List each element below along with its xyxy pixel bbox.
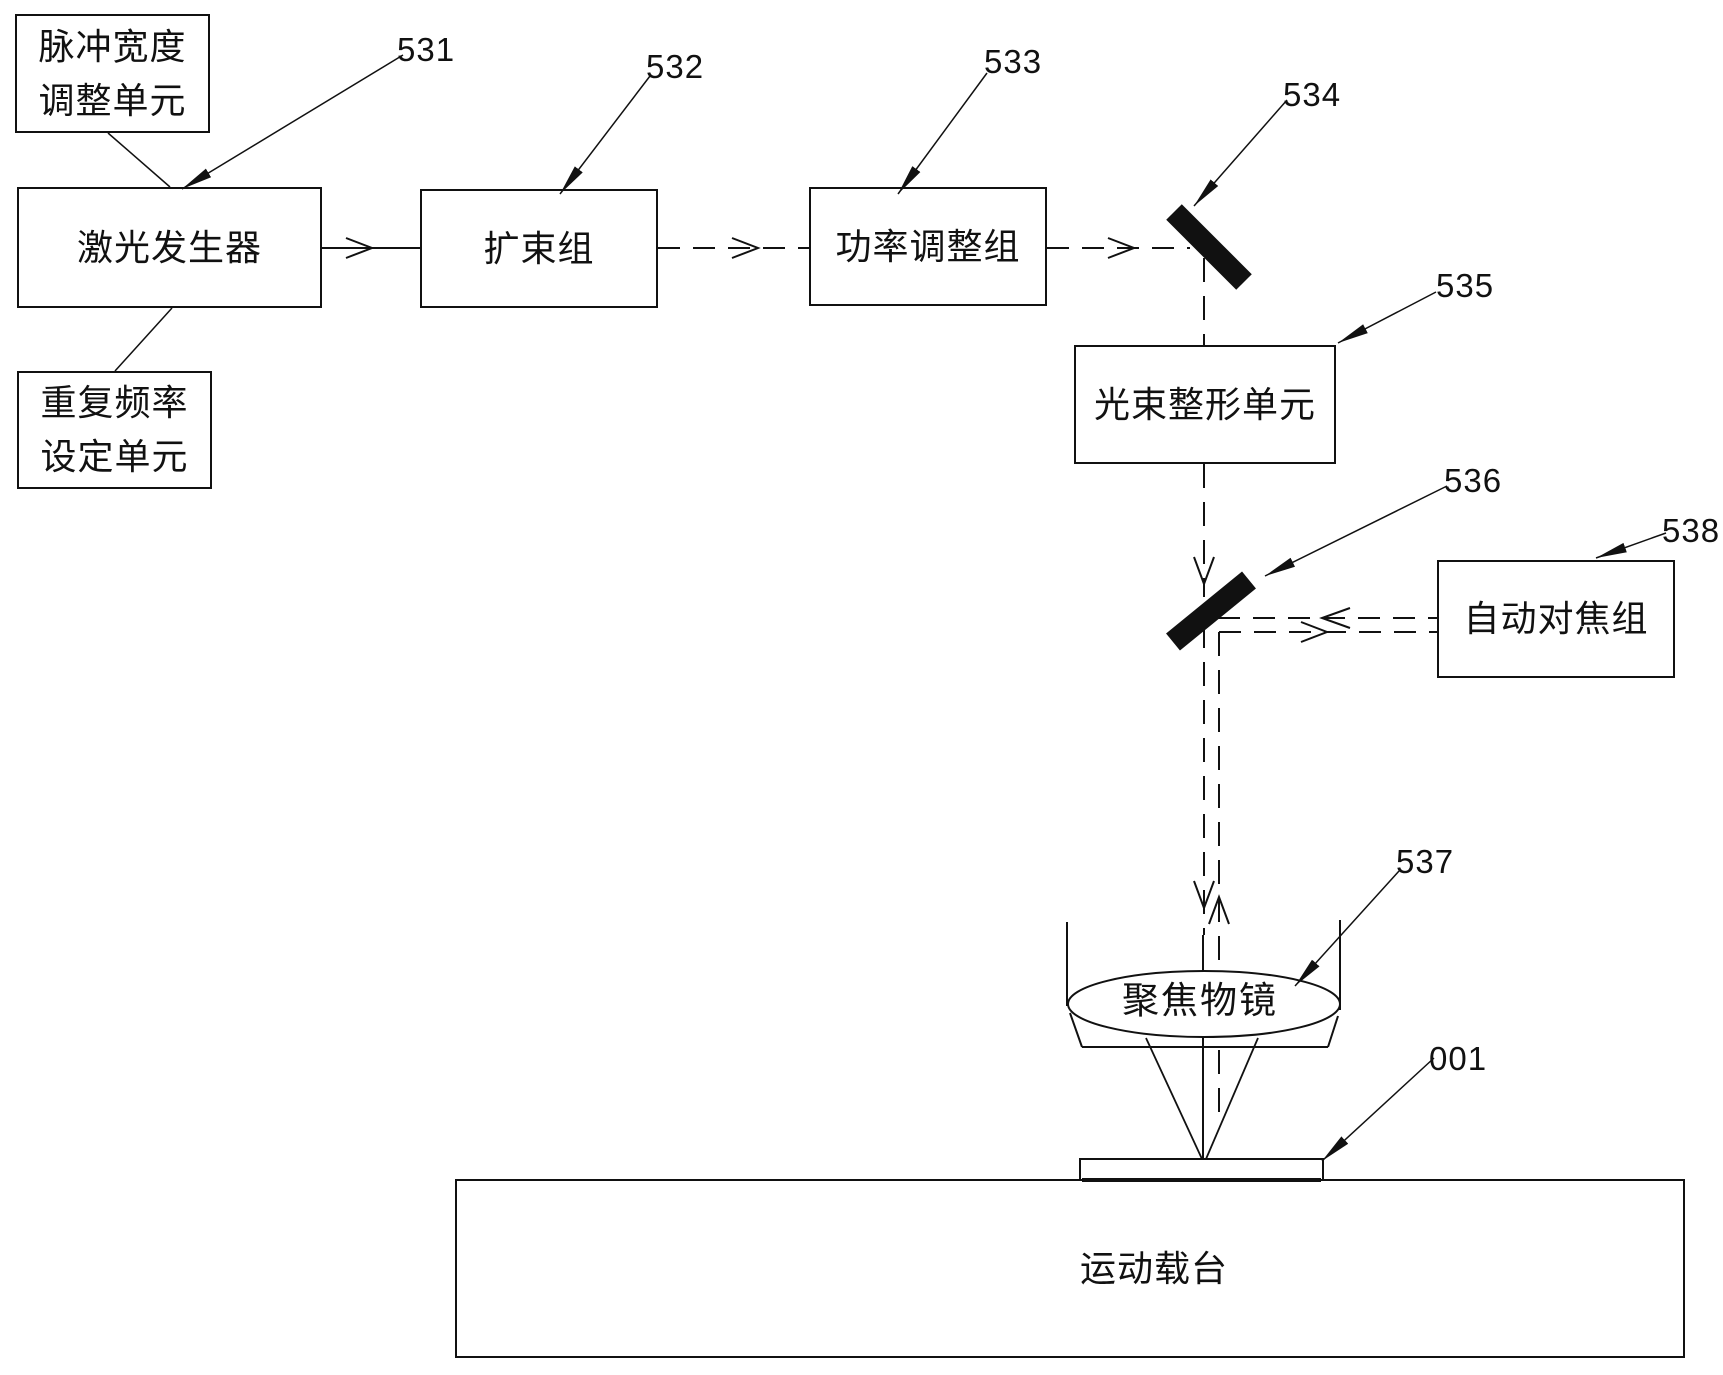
beam-arrow-down-1 <box>1193 556 1215 587</box>
objective-lens-label: 聚焦物镜 <box>1122 981 1278 1022</box>
lens-base-left <box>1069 1012 1083 1048</box>
beam-arrow-right-3 <box>1107 237 1137 259</box>
ref-label-537: 537 <box>1396 843 1455 880</box>
lens-base-right <box>1327 1015 1339 1048</box>
box-stage-label: 运动载台 <box>1079 1248 1228 1289</box>
box-pulse-width-adjust-unit: 脉冲宽度 调整单元 <box>15 14 210 133</box>
leader-532 <box>559 75 651 195</box>
focus-cone-left <box>1145 1037 1203 1160</box>
fold-mirror-536 <box>1166 571 1256 651</box>
box-autofocus-group: 自动对焦组 <box>1437 560 1675 678</box>
box-shaper-label: 光束整形单元 <box>1093 384 1316 425</box>
beam-arrow-down-2 <box>1193 880 1215 911</box>
box-power-adjust-group: 功率调整组 <box>809 187 1047 306</box>
leader-535 <box>1337 291 1437 344</box>
beam-arrow-up-1 <box>1208 894 1230 925</box>
leader-534 <box>1193 99 1288 207</box>
box-beam-expander-group: 扩束组 <box>420 189 658 308</box>
ref-label-531: 531 <box>397 31 456 68</box>
box-pulse-line1: 脉冲宽度 <box>38 26 187 67</box>
leader-537 <box>1294 870 1400 987</box>
leader-533 <box>897 72 988 195</box>
ref-label-534: 534 <box>1283 76 1342 113</box>
fold-mirror-534 <box>1166 204 1252 290</box>
workpiece-001 <box>1079 1158 1324 1181</box>
connector-pulse-to-laser <box>107 132 171 188</box>
box-laser-generator: 激光发生器 <box>17 187 322 308</box>
leader-001 <box>1321 1057 1435 1162</box>
box-laser-label: 激光发生器 <box>76 227 262 268</box>
objective-lens <box>1067 970 1341 1038</box>
leader-538 <box>1595 532 1667 559</box>
connector-laser-to-rep <box>114 307 173 372</box>
box-pulse-line2: 调整单元 <box>38 80 187 121</box>
ref-label-532: 532 <box>646 48 705 85</box>
ref-label-536: 536 <box>1444 462 1503 499</box>
box-beam-shaping-unit: 光束整形单元 <box>1074 345 1336 464</box>
ref-label-538: 538 <box>1662 512 1721 549</box>
box-motion-stage: 运动载台 <box>455 1179 1685 1358</box>
beam-arrow-right-4 <box>1300 621 1330 643</box>
box-power-label: 功率调整组 <box>835 226 1021 267</box>
ref-label-533: 533 <box>984 43 1043 80</box>
beam-arrow-right-1 <box>345 237 375 259</box>
focus-cone-right <box>1205 1037 1259 1160</box>
box-expander-label: 扩束组 <box>483 228 595 269</box>
box-autofocus-label: 自动对焦组 <box>1463 599 1649 639</box>
beam-arrow-right-2 <box>731 237 761 259</box>
beam-arrow-left-1 <box>1319 607 1351 629</box>
ref-label-535: 535 <box>1436 267 1495 304</box>
leader-531 <box>181 54 404 190</box>
box-repetition-rate-unit: 重复频率 设定单元 <box>17 371 212 489</box>
box-rep-line1: 重复频率 <box>40 383 189 423</box>
box-rep-line2: 设定单元 <box>40 437 189 477</box>
ref-label-001: 001 <box>1429 1040 1488 1077</box>
leader-536 <box>1264 485 1448 577</box>
